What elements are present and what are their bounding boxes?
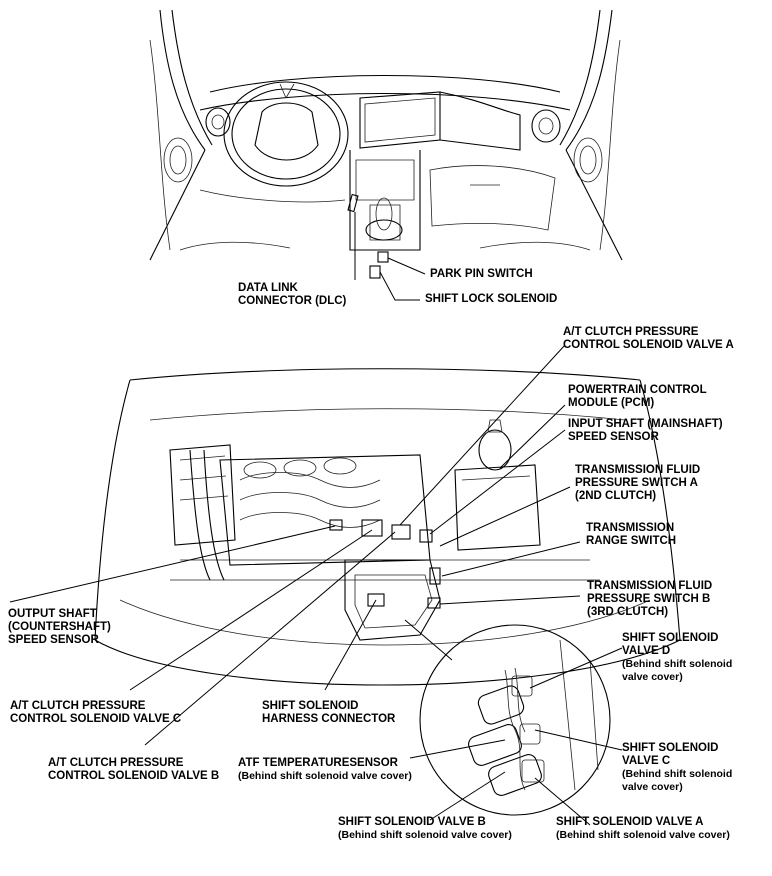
engine-bay-drawing xyxy=(94,368,681,816)
label-shift-solenoid-a: SHIFT SOLENOID VALVE A(Behind shift sole… xyxy=(556,816,730,841)
label-park-pin-switch: PARK PIN SWITCH xyxy=(430,268,533,280)
leader-lines xyxy=(9,212,623,826)
label-shift-lock-solenoid: SHIFT LOCK SOLENOID xyxy=(425,293,558,305)
label-shift-solenoid-b: SHIFT SOLENOID VALVE B(Behind shift sole… xyxy=(338,816,512,841)
label-output-shaft-speed-sensor: OUTPUT SHAFT(COUNTERSHAFT)SPEED SENSOR xyxy=(8,608,111,646)
solenoid-closeup xyxy=(468,639,599,796)
label-atf-temperature-sensor: ATF TEMPERATURESENSOR(Behind shift solen… xyxy=(238,757,412,782)
dashboard-drawing xyxy=(149,9,623,279)
label-input-shaft-speed-sensor: INPUT SHAFT (MAINSHAFT)SPEED SENSOR xyxy=(568,418,723,443)
